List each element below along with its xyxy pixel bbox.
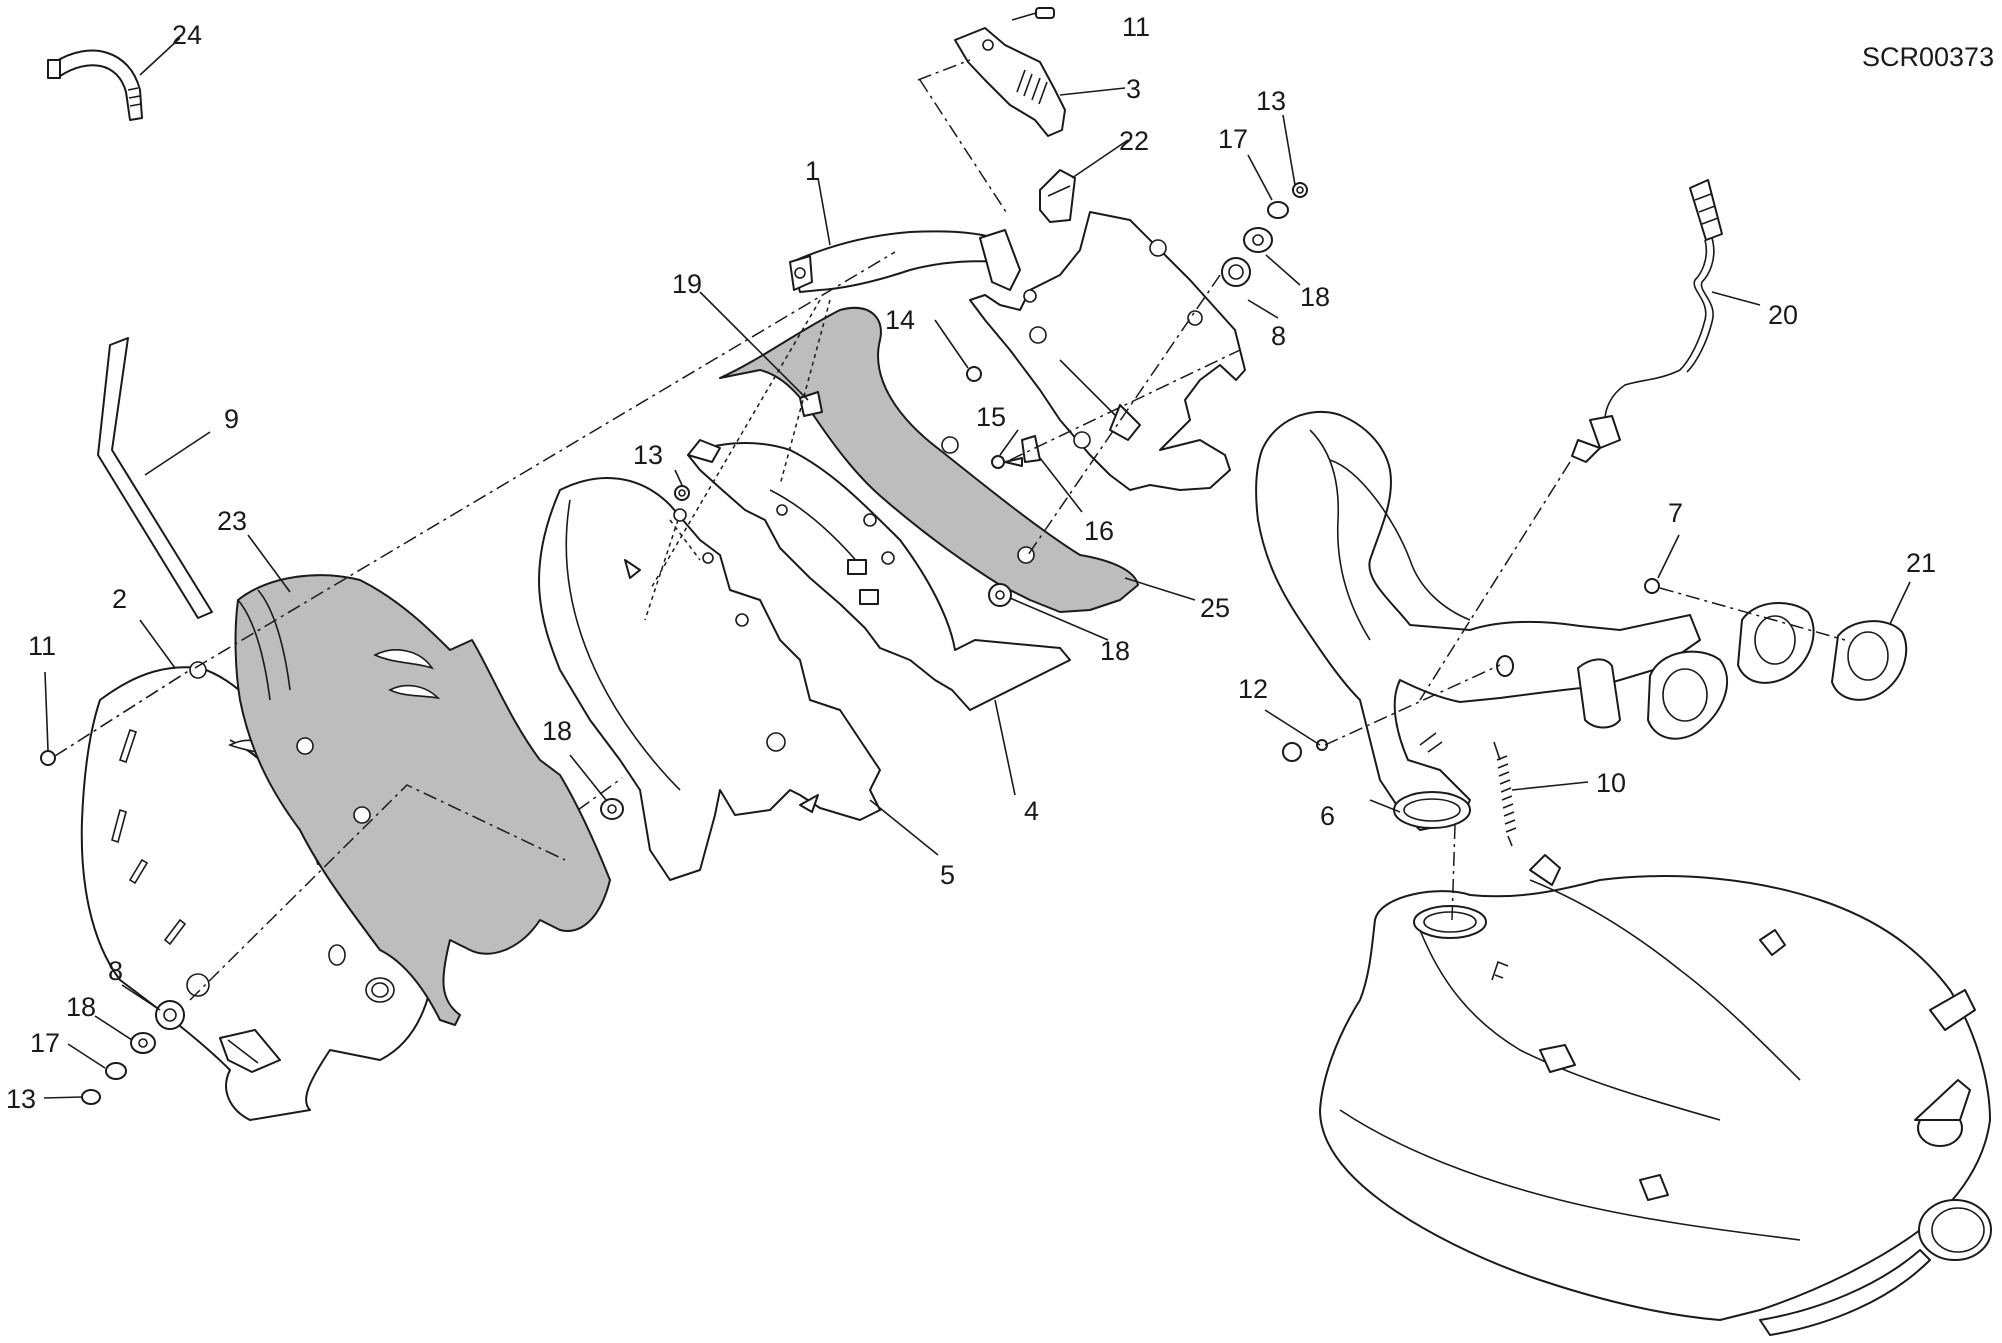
- part-1-upper-heat-shield: [789, 229, 1021, 293]
- label-18-top: 18: [1300, 282, 1330, 312]
- label-16: 16: [1084, 516, 1114, 546]
- label-5: 5: [940, 860, 955, 890]
- label-12: 12: [1238, 674, 1268, 704]
- label-18-mid: 18: [1100, 636, 1130, 666]
- part-24-clamp-band: [47, 49, 143, 121]
- label-18-left: 18: [542, 716, 572, 746]
- nut-7: [1644, 578, 1660, 594]
- label-1: 1: [805, 156, 820, 186]
- screw-11-left: [40, 669, 191, 766]
- nut-13-top: [1292, 182, 1308, 198]
- label-23: 23: [217, 506, 247, 536]
- washer-18-mid: [988, 583, 1012, 607]
- label-8-bottom: 8: [108, 956, 123, 986]
- part-1-heat-shield-bracket: [969, 211, 1246, 491]
- label-18-bottom: 18: [66, 992, 96, 1022]
- washer-18-left: [600, 798, 624, 820]
- leader-lines: [43, 37, 1911, 1099]
- label-2: 2: [112, 584, 127, 614]
- part-3-bracket: [954, 27, 1066, 137]
- fastener-group-top: [40, 7, 1308, 820]
- screw-14: [966, 366, 982, 382]
- part-6-exhaust-headers: [1255, 410, 1701, 831]
- washer-18-bottom: [130, 1032, 156, 1054]
- fastener-group-left: [81, 1000, 185, 1105]
- part-21-gaskets: [1647, 602, 1908, 740]
- label-3: 3: [1126, 74, 1141, 104]
- drawing-code: SCR00373: [1862, 42, 1994, 72]
- screw-12: [1282, 739, 1328, 762]
- part-10-spring: [1493, 741, 1517, 847]
- grommet-8-left: [155, 1000, 185, 1030]
- clip-16: [1021, 435, 1041, 463]
- screw-13-bottom: [81, 1089, 101, 1105]
- washer-18-top: [1243, 227, 1273, 253]
- label-17-bottom: 17: [30, 1028, 60, 1058]
- part-4-heat-shield: [687, 439, 1071, 711]
- washer-17-top: [1267, 201, 1289, 219]
- grommet-8-top: [1221, 257, 1251, 287]
- label-9: 9: [224, 404, 239, 434]
- part-20-lambda-sensor: [1571, 179, 1723, 463]
- label-24: 24: [172, 20, 202, 50]
- label-4: 4: [1024, 796, 1039, 826]
- screw-11-top: [1011, 7, 1055, 21]
- nut-13-mid: [674, 485, 690, 501]
- silencer-muffler: [1319, 854, 1992, 1336]
- label-21: 21: [1906, 548, 1936, 578]
- label-11-left: 11: [28, 631, 56, 661]
- label-25: 25: [1200, 593, 1230, 623]
- label-20: 20: [1768, 300, 1798, 330]
- label-11-top: 11: [1122, 12, 1150, 42]
- label-10: 10: [1596, 768, 1626, 798]
- label-19: 19: [672, 269, 702, 299]
- label-15: 15: [976, 402, 1006, 432]
- label-13-mid: 13: [633, 440, 663, 470]
- label-6: 6: [1320, 801, 1335, 831]
- label-17-top: 17: [1218, 124, 1248, 154]
- part-23-inner-heat-shield: [234, 574, 611, 1026]
- label-8-top: 8: [1271, 321, 1286, 351]
- washer-17-bottom: [105, 1062, 127, 1080]
- label-22: 22: [1119, 126, 1149, 156]
- screw-15: [991, 455, 1023, 469]
- label-13-bottom: 13: [6, 1084, 36, 1114]
- assembly-lines: [189, 59, 1846, 1001]
- part-labels: 24 11 3 22 13 17 18 8 1 20 19 14 15 16 9…: [6, 12, 1936, 1114]
- part-9-rubber-strip: [97, 337, 213, 619]
- label-13-top: 13: [1256, 86, 1286, 116]
- label-14: 14: [885, 305, 915, 335]
- part-5-heat-shield: [538, 477, 881, 881]
- part-22-rubber-block: [1039, 169, 1076, 223]
- label-7: 7: [1668, 498, 1683, 528]
